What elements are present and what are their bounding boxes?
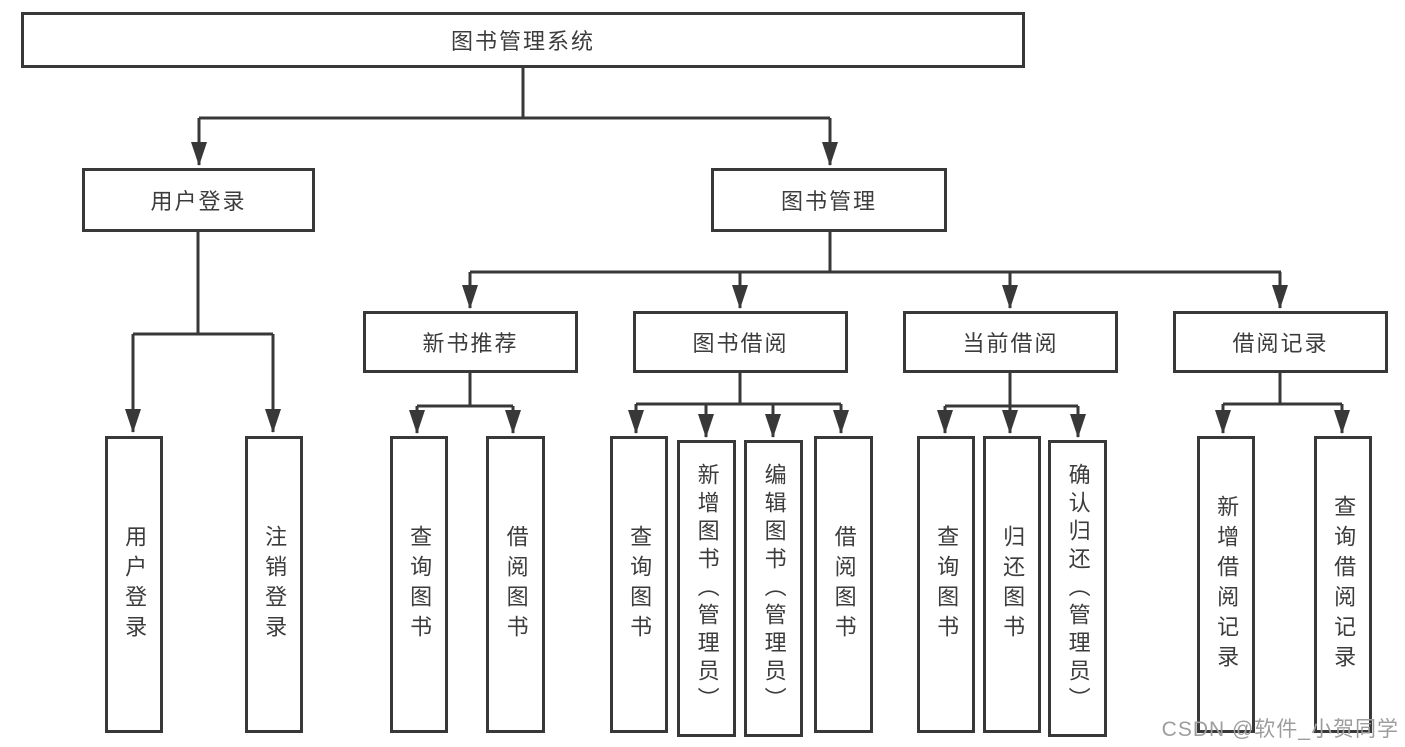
node-label: 查询借阅记录: [1331, 494, 1357, 675]
node-label: 确认归还（管理员）: [1065, 462, 1091, 715]
node-label: 编辑图书（管理员）: [761, 462, 787, 715]
node-new-book-recommend: 新书推荐: [363, 311, 578, 373]
node-label: 注销登录: [262, 524, 288, 645]
node-label: 查询图书: [627, 524, 653, 645]
node-rec-query-books: 查询图书: [390, 436, 448, 733]
node-root: 图书管理系统: [21, 12, 1025, 68]
node-records-add-record: 新增借阅记录: [1197, 436, 1255, 733]
node-bor-add-books-admin: 新增图书（管理员）: [677, 440, 736, 737]
node-label: 查询图书: [407, 524, 433, 645]
node-user-login: 用户登录: [82, 168, 315, 232]
node-book-borrow: 图书借阅: [633, 311, 848, 373]
node-label: 借阅图书: [831, 524, 857, 645]
node-logout-action: 注销登录: [245, 436, 303, 733]
node-label: 借阅图书: [503, 524, 529, 645]
node-cur-query-books: 查询图书: [917, 436, 975, 733]
node-cur-return-books: 归还图书: [983, 436, 1041, 733]
node-bor-edit-books-admin: 编辑图书（管理员）: [744, 440, 803, 737]
node-bor-borrow-books: 借阅图书: [814, 436, 873, 733]
node-login-action: 用户登录: [105, 436, 163, 733]
tree-trunk-lines: [133, 68, 1342, 408]
node-borrow-records: 借阅记录: [1173, 311, 1388, 373]
node-cur-confirm-return-admin: 确认归还（管理员）: [1048, 440, 1107, 737]
node-book-management: 图书管理: [711, 168, 947, 232]
node-label: 新增图书（管理员）: [694, 462, 720, 715]
node-current-borrow: 当前借阅: [903, 311, 1118, 373]
node-label: 新增借阅记录: [1214, 494, 1240, 675]
node-records-query-record: 查询借阅记录: [1314, 436, 1372, 733]
node-label: 归还图书: [1000, 524, 1026, 645]
node-bor-query-books: 查询图书: [610, 436, 668, 733]
csdn-watermark: CSDN @软件_小贺同学: [1161, 718, 1399, 741]
node-label: 查询图书: [934, 524, 960, 645]
node-label: 用户登录: [122, 524, 148, 645]
node-rec-borrow-books: 借阅图书: [486, 436, 545, 733]
